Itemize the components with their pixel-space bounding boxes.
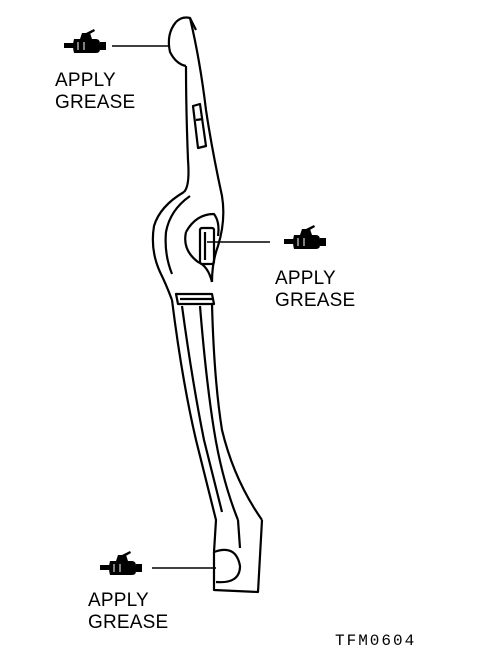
release-fork	[151, 16, 264, 594]
label-line: APPLY	[275, 268, 336, 289]
label-line: APPLY	[55, 70, 116, 91]
label-line: GREASE	[55, 92, 136, 113]
grease-gun-icon	[99, 550, 143, 576]
grease-gun-icon	[283, 224, 327, 250]
apply-grease-label-middle: APPLY GREASE	[275, 268, 355, 312]
label-line: GREASE	[88, 612, 169, 633]
grease-gun-icon	[63, 28, 107, 54]
label-line: APPLY	[88, 590, 149, 611]
apply-grease-label-bottom: APPLY GREASE	[88, 590, 168, 634]
label-line: GREASE	[275, 290, 356, 311]
figure-code: TFM0604	[335, 632, 417, 650]
apply-grease-label-top: APPLY GREASE	[55, 70, 135, 114]
leader-lines	[112, 45, 270, 569]
